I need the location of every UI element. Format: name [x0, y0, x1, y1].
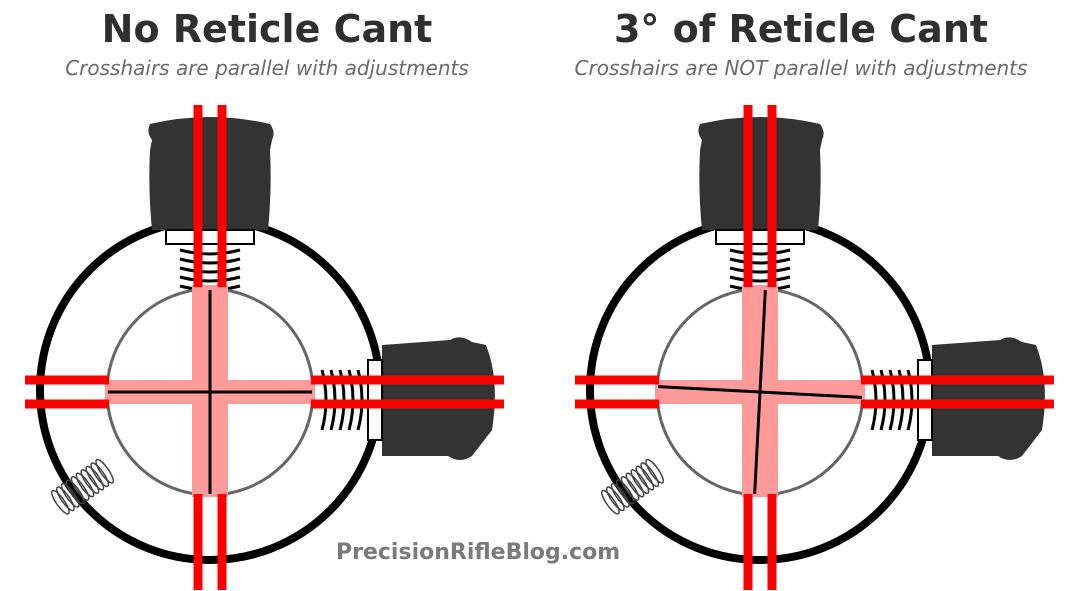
- right-panel-subtitle: Crosshairs are NOT parallel with adjustm…: [574, 56, 1028, 80]
- elevation-turret-base: [165, 229, 255, 245]
- elevation-turret-cap: [148, 117, 274, 230]
- right-panel-title: 3° of Reticle Cant: [613, 7, 989, 51]
- erector-spring: [51, 458, 115, 515]
- elevation-turret-base: [715, 229, 805, 245]
- elevation-turret-cap: [698, 117, 824, 230]
- spring-coil: [620, 475, 640, 501]
- elevation-thread: [179, 275, 241, 283]
- reticle: [658, 290, 862, 494]
- spring-coil: [55, 486, 75, 512]
- elevation-turret: [698, 117, 824, 292]
- spring-coil: [605, 486, 625, 512]
- elevation-thread: [729, 257, 791, 265]
- spring-coil: [90, 462, 110, 488]
- erector-spring: [601, 458, 665, 515]
- spring-coil: [60, 482, 80, 508]
- adjustment-rails: [25, 105, 504, 590]
- elevation-thread: [179, 248, 241, 256]
- spring-coil: [635, 465, 655, 491]
- spring-coil: [51, 489, 70, 515]
- elevation-turret: [148, 117, 274, 292]
- elevation-thread: [729, 275, 791, 283]
- spring-coil: [640, 462, 660, 488]
- elevation-thread: [729, 266, 791, 274]
- left-panel-subtitle: Crosshairs are parallel with adjustments: [65, 56, 469, 80]
- spring-coil: [70, 475, 90, 501]
- spring-coil: [85, 465, 105, 491]
- adjustment-rails: [575, 105, 1054, 590]
- spring-coil: [80, 469, 100, 495]
- elevation-thread: [729, 248, 791, 256]
- elevation-thread: [179, 266, 241, 274]
- reticle: [108, 290, 312, 494]
- spring-coil: [601, 489, 620, 515]
- windage-turret-cap: [932, 337, 1045, 460]
- spring-coil: [75, 472, 95, 498]
- spring-coil: [65, 479, 85, 505]
- spring-coil: [615, 479, 635, 505]
- spring-coil: [610, 482, 630, 508]
- reticle-horizontal-line: [658, 385, 862, 399]
- spring-coil: [95, 458, 115, 484]
- elevation-thread: [179, 257, 241, 265]
- canted-scope-diagram: [575, 105, 1054, 590]
- watermark-text: PrecisionRifleBlog.com: [336, 540, 621, 565]
- no-cant-scope-diagram: [25, 105, 504, 590]
- spring-coil: [645, 458, 665, 484]
- spring-coil: [625, 472, 645, 498]
- spring-coil: [630, 469, 650, 495]
- left-panel-title: No Reticle Cant: [101, 7, 433, 51]
- windage-turret-cap: [382, 337, 495, 460]
